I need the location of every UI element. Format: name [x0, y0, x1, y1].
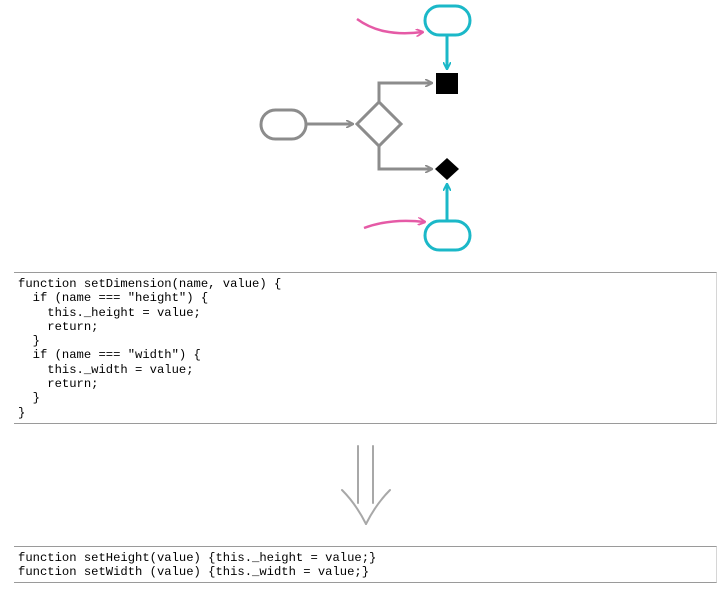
- pointer-entry-bottom: [363, 221, 425, 230]
- edge-decision-to-diamond: [377, 146, 432, 169]
- code-line: this._width = value;: [18, 362, 194, 377]
- code-after-box: function setHeight(value) {this._height …: [14, 546, 717, 583]
- entry-bottom-node: [423, 219, 472, 252]
- code-line: return;: [18, 377, 99, 392]
- input-start-node: [259, 108, 308, 141]
- code-line: return;: [18, 319, 99, 334]
- flow-diagram: [259, 4, 472, 252]
- pointer-entry-top: [356, 17, 423, 33]
- code-line: this._height = value;: [18, 305, 201, 320]
- code-line: if (name === "height") {: [18, 291, 209, 306]
- code-line: if (name === "width") {: [18, 348, 201, 363]
- entry-top-node: [423, 4, 472, 37]
- code-line: }: [18, 391, 40, 406]
- edge-decision-to-square: [377, 83, 432, 102]
- code-line: function setDimension(name, value) {: [18, 277, 282, 291]
- decision-node: [354, 99, 404, 149]
- code-line: function setWidth (value) {this._width =…: [18, 565, 370, 580]
- exit-height-node: [436, 73, 458, 94]
- exit-width-node: [435, 158, 459, 180]
- code-before-box: function setDimension(name, value) { if …: [14, 272, 717, 424]
- code-line: function setHeight(value) {this._height …: [18, 551, 377, 565]
- code-line: }: [18, 334, 40, 349]
- code-line: }: [18, 405, 26, 420]
